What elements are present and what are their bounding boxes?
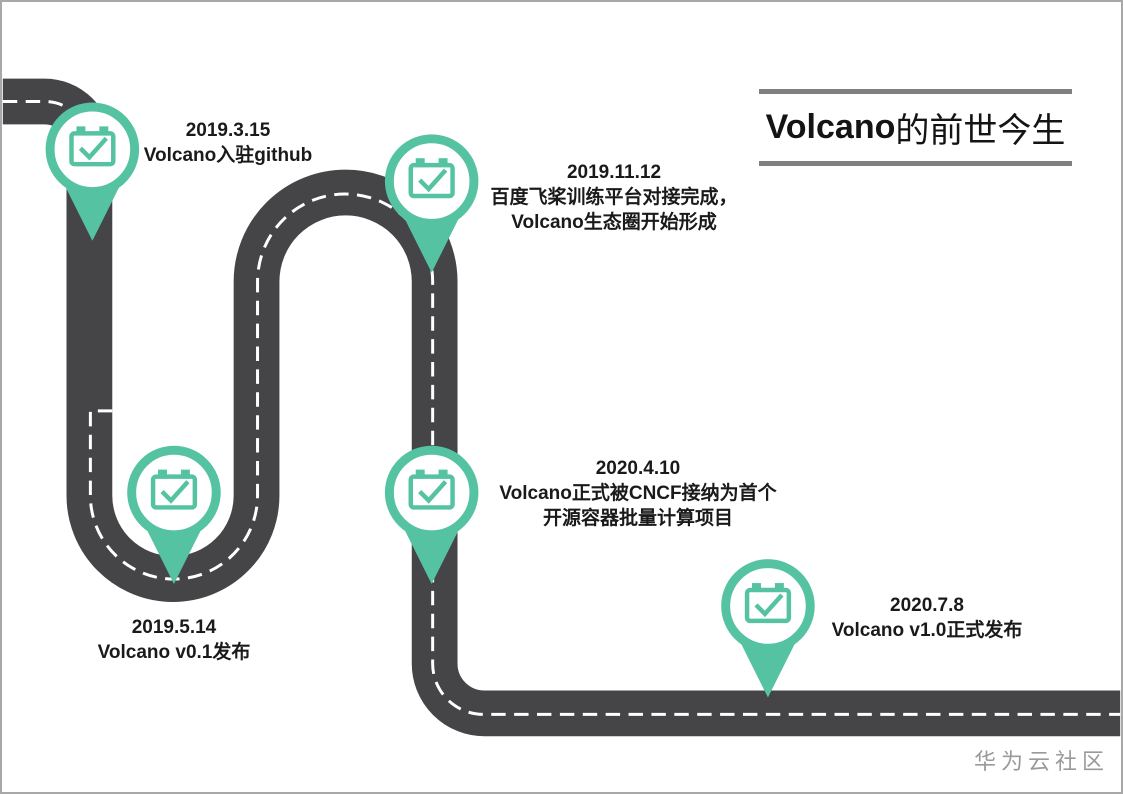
milestone-pin-5 <box>726 564 811 698</box>
milestone-label-4: 2020.4.10 Volcano正式被CNCF接纳为首个 开源容器批量计算项目 <box>499 456 776 531</box>
page-title-chinese: 的前世今生 <box>895 113 1066 150</box>
milestone-pin-1 <box>50 107 135 241</box>
milestone-pin-2 <box>389 139 474 273</box>
road-centerline <box>88 192 1121 716</box>
watermark: 华为云社区 <box>973 749 1109 774</box>
milestone-date: 2019.11.12 <box>566 162 662 183</box>
milestone-label-2: 2019.11.12 百度飞桨训练平台对接完成， Volcano生态圈开始形成 <box>490 160 737 235</box>
milestone-label-3: 2019.5.14 Volcano v0.1发布 <box>98 615 251 665</box>
milestone-text-line: 开源容器批量计算项目 <box>542 508 734 529</box>
milestone-text-line: Volcano正式被CNCF接纳为首个 <box>499 483 777 504</box>
milestone-text-line: Volcano v0.1发布 <box>97 642 251 663</box>
milestone-text-line: Volcano v1.0正式发布 <box>831 620 1023 641</box>
page-title-latin: Volcano <box>765 108 896 146</box>
milestone-date: 2020.4.10 <box>595 458 681 479</box>
milestone-label-5: 2020.7.8 Volcano v1.0正式发布 <box>832 593 1023 643</box>
title-rule-top <box>759 89 1072 94</box>
milestone-date: 2019.5.14 <box>131 617 217 638</box>
milestone-date: 2020.7.8 <box>890 595 964 616</box>
milestone-date: 2019.3.15 <box>185 120 271 141</box>
milestone-pin-4 <box>389 450 474 584</box>
milestone-text-line: Volcano入驻github <box>143 145 313 166</box>
milestone-label-1: 2019.3.15 Volcano入驻github <box>144 118 313 168</box>
milestone-text-line: Volcano生态圈开始形成 <box>511 212 717 233</box>
milestone-text-line: 百度飞桨训练平台对接完成， <box>490 187 738 208</box>
title-rule-bottom <box>759 161 1072 166</box>
